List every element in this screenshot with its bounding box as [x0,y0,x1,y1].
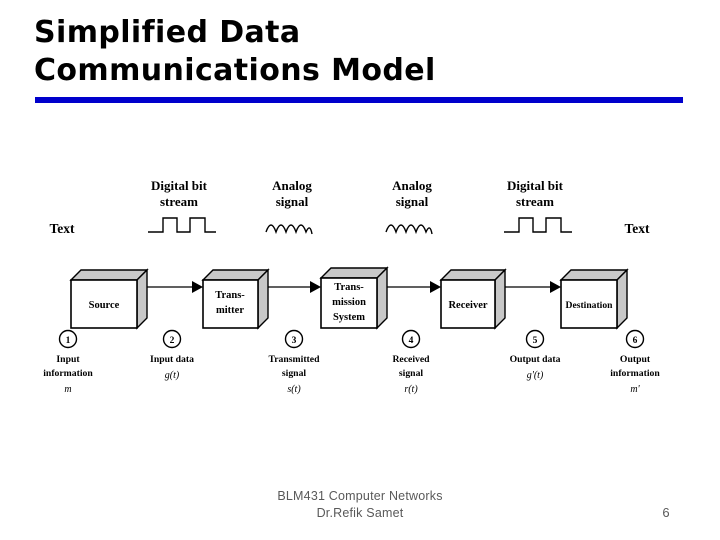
stage-symbol: g(t) [165,370,180,381]
signal-header-line2: stream [160,194,198,209]
sine-wave-icon [385,224,433,235]
stage-marker-5: 5 Output data g'(t) [510,329,561,381]
block-source[interactable]: Source [69,268,149,330]
stage-caption-line1: Output [620,354,651,365]
stage-symbol: m' [630,384,640,395]
block-label-line1: Trans- [334,282,364,293]
stage-marker-1: 1 Input information m [43,329,93,395]
stage-number: 2 [170,336,175,346]
footer-author-line: Dr.Refik Samet [316,506,404,520]
block-label: Source [89,300,120,311]
stage-caption-line2: signal [399,368,424,379]
signal-header-digital-1: Digital bit stream [148,178,216,233]
page-title: Simplified Data Communications Model [34,15,436,88]
stage-number: 1 [66,336,71,346]
page-number: 6 [662,505,670,520]
stage-caption-line1: Input [56,354,80,365]
block-receiver[interactable]: Receiver [439,268,507,330]
endpoint-label-right: Text [624,221,650,236]
stage-caption-line1: Input data [150,354,194,365]
slide-footer: BLM431 Computer Networks Dr.Refik Samet [0,488,720,522]
stage-marker-2: 2 Input data g(t) [150,329,194,381]
signal-header-analog-1: Analog signal [265,178,313,235]
block-label-line2: mitter [216,305,244,316]
connector-receiver-to-destination [505,281,561,293]
block-transmission-system[interactable]: Trans- mission System [319,266,389,330]
stage-number: 6 [633,336,638,346]
stage-number: 5 [533,336,538,346]
endpoint-label-left: Text [49,221,75,236]
stage-caption-line2: signal [282,368,307,379]
block-transmitter[interactable]: Trans- mitter [201,268,270,330]
block-destination[interactable]: Destination [559,268,629,330]
stage-symbol: r(t) [404,384,418,395]
communications-model-diagram: Digital bit stream Analog signal Analog … [0,160,720,410]
connector-transmitter-to-transmission [266,281,321,293]
signal-header-digital-2: Digital bit stream [504,178,572,233]
block-label-line1: Trans- [215,290,245,301]
stage-number: 4 [409,336,414,346]
stage-caption-line1: Output data [510,354,561,365]
title-underline-rule [35,97,683,103]
sine-wave-icon [265,224,313,235]
stage-marker-3: 3 Transmitted signal s(t) [269,329,321,395]
stage-symbol: m [64,384,71,395]
footer-course-line: BLM431 Computer Networks [277,489,443,503]
block-label-line3: System [333,312,365,323]
stage-symbol: s(t) [287,384,301,395]
stage-caption-line2: information [610,368,660,379]
stage-marker-4: 4 Received signal r(t) [392,329,430,395]
stage-caption-line1: Transmitted [269,354,321,365]
connector-source-to-transmitter [146,281,203,293]
square-wave-icon [504,217,572,233]
signal-header-line2: signal [276,194,309,209]
block-label-line2: mission [332,297,366,308]
stage-caption-line2: information [43,368,93,379]
signal-header-line1: Digital bit [151,178,208,193]
signal-header-line1: Analog [392,178,432,193]
stage-number: 3 [292,336,297,346]
stage-symbol: g'(t) [527,370,544,381]
signal-header-line1: Digital bit [507,178,564,193]
block-label: Destination [566,300,614,311]
stage-marker-6: 6 Output information m' [610,329,660,395]
signal-header-line1: Analog [272,178,312,193]
square-wave-icon [148,217,216,233]
block-label: Receiver [448,300,487,311]
signal-header-analog-2: Analog signal [385,178,433,235]
connector-transmission-to-receiver [387,281,441,293]
stage-caption-line1: Received [392,354,430,365]
signal-header-line2: stream [516,194,554,209]
signal-header-line2: signal [396,194,429,209]
